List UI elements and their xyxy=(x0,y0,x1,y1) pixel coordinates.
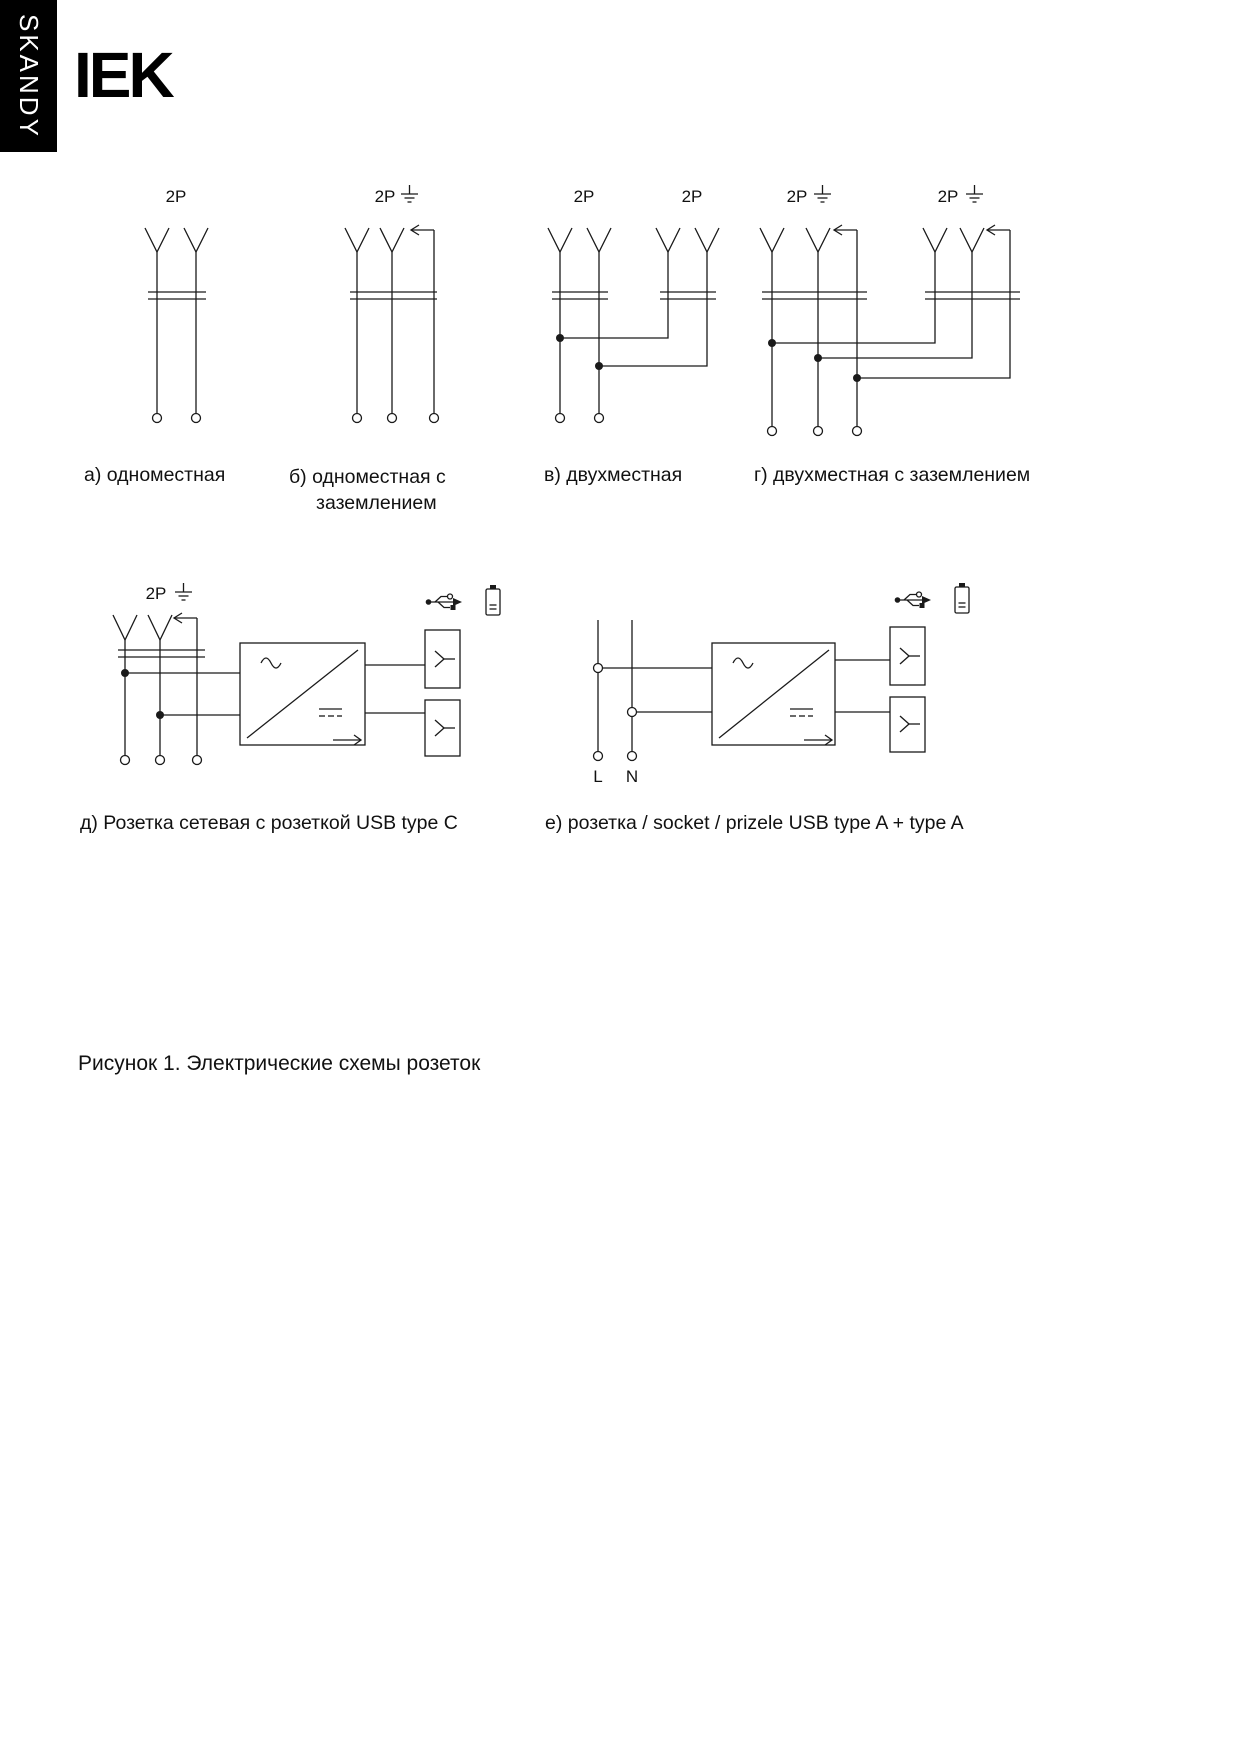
diagram-c-schematic: 2P 2P xyxy=(547,187,720,424)
diagram-b-caption: б) одноместная с заземлением xyxy=(289,466,446,515)
junction-dot xyxy=(853,374,861,382)
terminal xyxy=(151,412,163,424)
pole-count-label: 2P xyxy=(375,187,396,206)
socket-contact-lines xyxy=(762,291,1020,300)
diagram-a-schematic: 2P xyxy=(144,187,209,424)
diagram-b-schematic: 2P xyxy=(344,185,440,424)
terminal xyxy=(154,754,166,766)
diagram-f-caption: е) розетка / socket / prizele USB type A… xyxy=(545,812,964,834)
earth-icon xyxy=(966,185,983,203)
brand-logo: IEK xyxy=(74,39,175,111)
socket-contact-lines xyxy=(118,649,205,658)
terminal xyxy=(626,750,638,762)
plug-pin-icon xyxy=(144,227,209,254)
pole-count-label: 2P xyxy=(938,187,959,206)
diagram-e-schematic: 2P xyxy=(112,583,501,766)
pole-count-label: 2P xyxy=(574,187,595,206)
usb-icon xyxy=(894,591,931,608)
pole-count-label: 2P xyxy=(787,187,808,206)
junction-dot xyxy=(121,669,129,677)
figure-caption: Рисунок 1. Электрические схемы розеток xyxy=(78,1052,481,1075)
terminal xyxy=(386,412,398,424)
series-label: SKANDY xyxy=(14,13,44,139)
terminal xyxy=(119,754,131,766)
usb-port xyxy=(424,629,461,689)
socket-contact-lines xyxy=(148,291,206,300)
pole-count-label: 2P xyxy=(166,187,187,206)
dc-symbol-icon xyxy=(319,708,342,717)
output-arrow-icon xyxy=(333,734,363,746)
usb-port xyxy=(889,626,926,686)
terminal xyxy=(592,750,604,762)
bridge-wire xyxy=(560,252,708,367)
terminal xyxy=(593,412,605,424)
usb-port xyxy=(424,699,461,757)
junction-dot xyxy=(595,362,603,370)
ground-arrow-icon xyxy=(172,612,197,624)
diagram-f-schematic: L N xyxy=(592,583,970,786)
series-side-tab: SKANDY xyxy=(0,0,57,152)
earth-icon xyxy=(401,185,418,203)
ground-arrow-icon xyxy=(409,224,434,236)
socket-fork-icon xyxy=(434,719,455,737)
plug-pin-icon xyxy=(112,614,173,642)
pole-count-label: 2P xyxy=(146,584,167,603)
terminal xyxy=(851,425,863,437)
socket-fork-icon xyxy=(899,647,920,665)
acdc-converter xyxy=(711,642,836,746)
socket-contact-lines xyxy=(552,291,716,300)
junction-dot xyxy=(814,354,822,362)
terminal xyxy=(592,662,604,674)
ac-sine-icon xyxy=(260,657,282,669)
socket-fork-icon xyxy=(899,715,920,733)
diagram-a-caption: а) одноместная xyxy=(84,464,226,486)
line-terminal-label: L xyxy=(593,767,602,786)
terminal xyxy=(351,412,363,424)
diagram-d-caption: г) двухместная с заземлением xyxy=(754,464,1031,486)
ac-sine-icon xyxy=(732,657,754,669)
plug-pin-icon xyxy=(344,227,405,254)
terminal xyxy=(190,412,202,424)
pole-count-label: 2P xyxy=(682,187,703,206)
plug-pin-icon xyxy=(759,227,985,254)
output-arrow-icon xyxy=(804,734,834,746)
earth-icon xyxy=(175,583,192,601)
terminal xyxy=(554,412,566,424)
ground-arrow-icon xyxy=(832,224,1010,236)
battery-icon xyxy=(954,583,970,614)
diagram-c-caption: в) двухместная xyxy=(544,464,683,486)
neutral-terminal-label: N xyxy=(626,767,638,786)
usb-port xyxy=(889,696,926,753)
usb-icon xyxy=(425,593,462,610)
socket-fork-icon xyxy=(434,650,455,668)
bridge-wire xyxy=(772,230,1011,379)
terminal xyxy=(766,425,778,437)
junction-dot xyxy=(556,334,564,342)
acdc-converter xyxy=(239,642,366,746)
terminal xyxy=(626,706,638,718)
earth-icon xyxy=(814,185,831,203)
diagram-e-caption: д) Розетка сетевая с розеткой USB type C xyxy=(80,812,458,834)
diagram-d-schematic: 2P 2P xyxy=(759,185,1020,437)
terminal xyxy=(191,754,203,766)
junction-dot xyxy=(156,711,164,719)
socket-contact-lines xyxy=(350,291,437,300)
terminal xyxy=(812,425,824,437)
battery-icon xyxy=(485,585,501,616)
plug-pin-icon xyxy=(547,227,720,254)
terminal xyxy=(428,412,440,424)
junction-dot xyxy=(768,339,776,347)
dc-symbol-icon xyxy=(790,708,813,717)
